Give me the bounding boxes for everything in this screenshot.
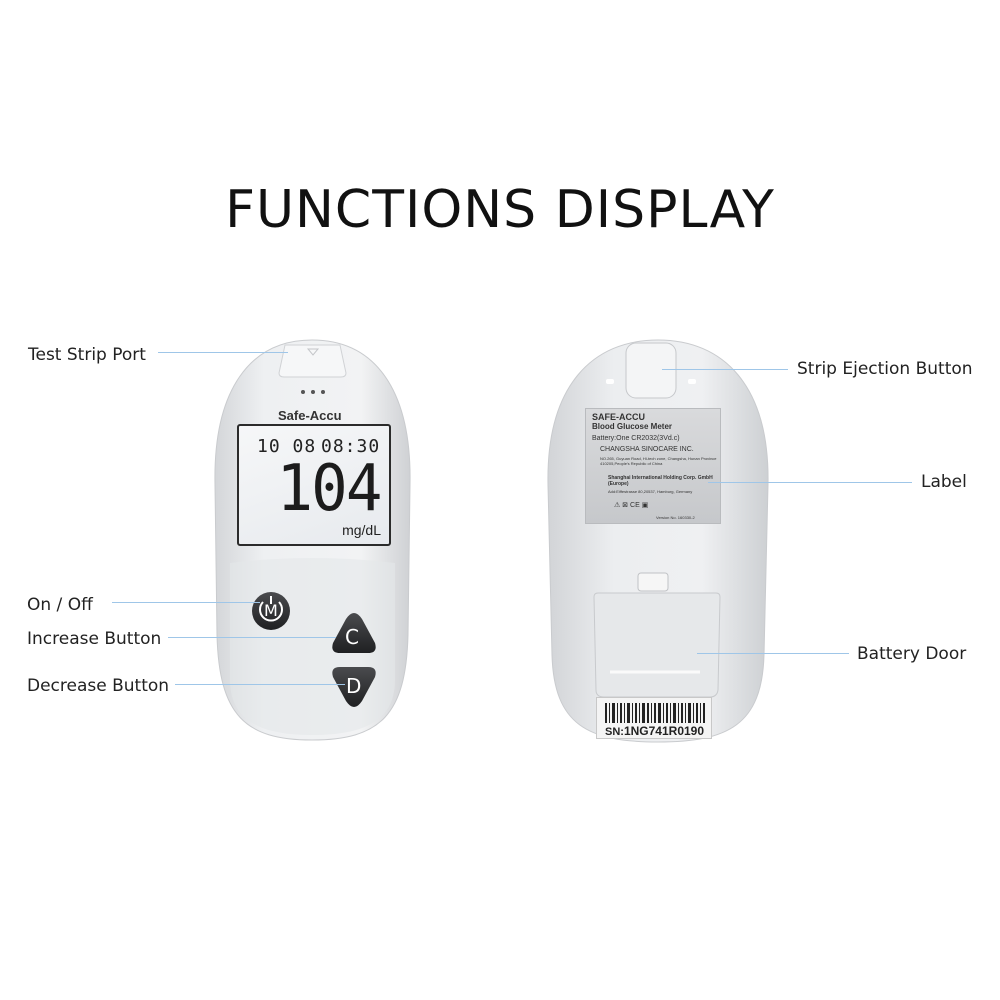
label-version: Version No. 160330-2 [656, 515, 695, 520]
triangle-down-icon [332, 667, 376, 707]
increase-button[interactable]: C [330, 611, 378, 655]
lcd-date: 10 08 [257, 436, 317, 457]
meter-front: Safe-Accu 10 08 08:30 104 mg/dL M C D [200, 335, 425, 745]
decrease-button[interactable]: D [330, 665, 378, 709]
label-eu-address: Add:Eiffestrasse 80,20537, Hamburg, Germ… [608, 489, 693, 494]
callout-decrease-button: Decrease Button [27, 676, 170, 696]
page-title: FUNCTIONS DISPLAY [225, 180, 775, 240]
callout-strip-ejection-button: Strip Ejection Button [797, 359, 973, 379]
barcode-icon [605, 703, 705, 723]
meter-back: SAFE-ACCU Blood Glucose Meter Battery:On… [538, 335, 778, 745]
label-manufacturer: CHANGSHA SINOCARE INC. [600, 446, 694, 453]
callout-on-off: On / Off [27, 595, 93, 615]
lcd-time: 08:30 [321, 436, 381, 457]
leader-strip-ejection-button [662, 369, 788, 370]
power-m-icon [252, 592, 290, 630]
d-label: D [346, 674, 362, 698]
glucose-unit: mg/dL [342, 522, 381, 538]
label-brand: SAFE-ACCU [592, 412, 645, 422]
label-product: Blood Glucose Meter [592, 422, 673, 431]
callout-label: Label [921, 472, 967, 492]
glucose-reading: 104 [276, 452, 383, 526]
callout-battery-door: Battery Door [857, 644, 967, 664]
meter-back-body [547, 339, 769, 743]
triangle-up-icon [332, 613, 376, 653]
power-button[interactable]: M [251, 591, 291, 631]
leader-decrease-button [175, 684, 345, 685]
callout-increase-button: Increase Button [27, 629, 162, 649]
leader-label [708, 482, 912, 483]
specification-label: SAFE-ACCU Blood Glucose Meter Battery:On… [585, 408, 721, 524]
serial-number: SN:1NG741R0190 [605, 724, 704, 738]
serial-value: 1NG741R0190 [623, 724, 705, 738]
leader-battery-door [697, 653, 849, 654]
serial-sticker: SN:1NG741R0190 [596, 697, 712, 739]
c-label: C [345, 625, 359, 649]
label-eu-rep: Shanghai International Holding Corp. Gmb… [608, 475, 713, 487]
label-battery: Battery:One CR2032(3Vd.c) [592, 435, 680, 442]
m-label: M [264, 601, 278, 620]
label-address: NO.265, Guyuan Road, Hi-tech zone, Chang… [600, 456, 717, 466]
brand-logo: Safe-Accu [278, 408, 342, 423]
callout-test-strip-port: Test Strip Port [28, 345, 146, 365]
lcd-display: 10 08 08:30 104 mg/dL [237, 424, 391, 546]
leader-on-off [112, 602, 260, 603]
leader-test-strip-port [158, 352, 288, 353]
leader-increase-button [168, 637, 336, 638]
label-symbols-icon: ⚠ ⊠ CE ▣ [614, 502, 649, 509]
serial-prefix: SN: [605, 726, 624, 738]
